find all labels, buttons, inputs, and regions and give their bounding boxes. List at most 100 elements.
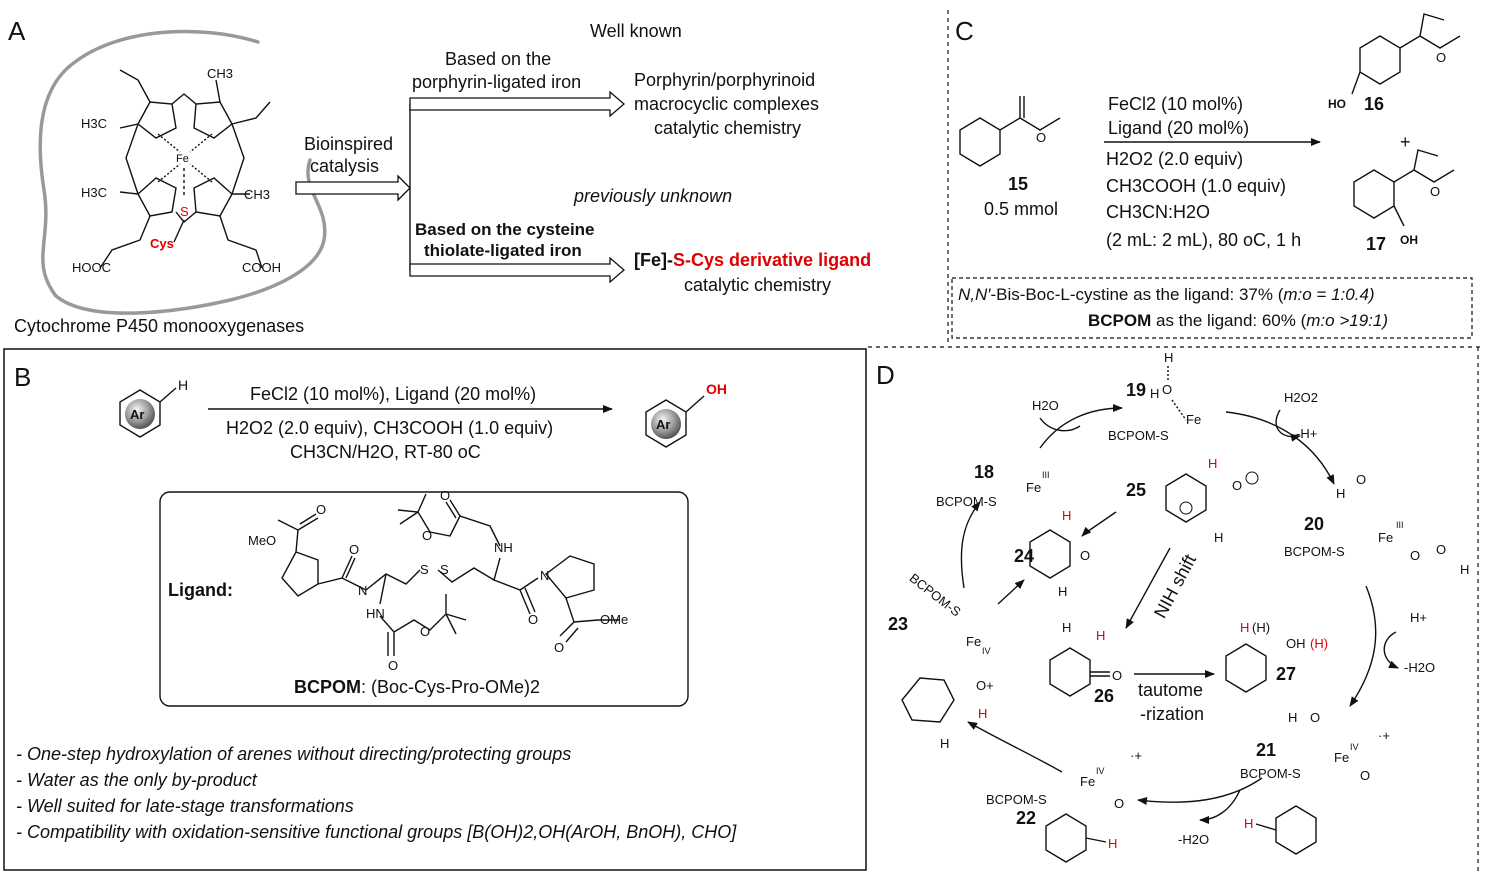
- bcpom-structure: MeO O O N S S HN O O NH O O O N O OMe: [248, 488, 628, 673]
- minus-h2o-arrow: [1199, 789, 1241, 824]
- h2o2-in-arrow: [1275, 409, 1301, 442]
- cond-b-bottom1: H2O2 (2.0 equiv), CH3COOH (1.0 equiv): [226, 418, 553, 438]
- panel-a-letter: A: [8, 16, 26, 46]
- h-26-red: H: [1096, 628, 1105, 643]
- fe-18: Fe: [1026, 480, 1041, 495]
- fe-18-ox: III: [1042, 470, 1050, 480]
- rc-22: ·+: [1130, 748, 1142, 763]
- enzyme-pocket-outline: [38, 29, 327, 315]
- arrow-20-21: [1349, 585, 1377, 707]
- fe-22-ox: IV: [1096, 766, 1105, 776]
- n-label-2: N: [540, 568, 549, 583]
- h-27-paren: (H): [1252, 620, 1270, 635]
- result-line-2: BCPOM as the ligand: 60% (m:o >19:1): [1088, 311, 1388, 330]
- arrow-18-19: [1039, 404, 1123, 449]
- num-23: 23: [888, 614, 908, 634]
- minus-charge-25: [1245, 471, 1259, 485]
- fe-22: Fe: [1080, 774, 1095, 789]
- h-19a: H: [1150, 386, 1159, 401]
- o-label-1: O: [316, 502, 326, 517]
- ligand-box: [159, 491, 689, 707]
- num-25: 25: [1126, 480, 1146, 500]
- rization-label: -rization: [1140, 704, 1204, 724]
- enzyme-caption: Cytochrome P450 monooxygenases: [14, 316, 304, 336]
- panel-c-letter: C: [955, 16, 974, 46]
- o-label-6: O: [422, 528, 432, 543]
- panel-c: C O 15 0.5 mmol FeCl2 (10 mol%) Ligand (…: [951, 13, 1473, 339]
- fe-21-ox: IV: [1350, 742, 1359, 752]
- h-benzene-bottom: H: [1108, 836, 1117, 851]
- num-20: 20: [1304, 514, 1324, 534]
- bcpom-20: BCPOM-S: [1284, 544, 1345, 559]
- bullet-4: - Compatibility with oxidation-sensitive…: [16, 822, 737, 842]
- sulfur-label: S: [180, 204, 189, 219]
- plus-charge-25: [1179, 501, 1193, 515]
- h-23b: H: [940, 736, 949, 751]
- nih-shift-label: NIH shift: [1150, 551, 1200, 621]
- h-20c: H: [1460, 562, 1469, 577]
- num-22: 22: [1016, 808, 1036, 828]
- bullet-1: - One-step hydroxylation of arenes witho…: [16, 744, 571, 764]
- h-19b: H: [1164, 350, 1173, 365]
- o-label-8: O: [554, 640, 564, 655]
- tautome-label: tautome: [1138, 680, 1203, 700]
- fe-23: Fe: [966, 634, 981, 649]
- h-label: H: [178, 377, 188, 393]
- num-26: 26: [1094, 686, 1114, 706]
- ring-24: [1029, 529, 1071, 579]
- panel-d: D 19 H O H Fe BCPOM-S H2O H2O2 -H+ 18 BC…: [876, 350, 1469, 863]
- arrow-25-26: [1125, 547, 1171, 629]
- plus-sign: +: [1400, 132, 1411, 152]
- p16-ho-label: HO: [1328, 97, 1346, 111]
- arrow-22-23: [967, 721, 1063, 773]
- branch2-line2: thiolate-ligated iron: [424, 241, 582, 260]
- h-26: H: [1062, 620, 1071, 635]
- p17-o-label: O: [1430, 184, 1440, 199]
- rc-21: ·+: [1378, 728, 1390, 743]
- o-26: O: [1112, 668, 1122, 683]
- h3c-top-label: H3C: [81, 116, 107, 131]
- p16-ring: [1359, 35, 1401, 85]
- p16-number: 16: [1364, 94, 1384, 114]
- panel-a: A H3C: [8, 16, 871, 336]
- h-o-20: H: [1336, 486, 1345, 501]
- ring-26: [1049, 647, 1091, 697]
- ome-label: OMe: [600, 612, 628, 627]
- h-24: H: [1062, 508, 1071, 523]
- ar-label: Ar: [130, 407, 144, 422]
- h2o-in-arrow: [1039, 417, 1081, 432]
- o-label-4: O: [420, 624, 430, 639]
- arrow-24-25: [1082, 511, 1117, 536]
- p17-oh-label: OH: [1400, 233, 1418, 247]
- o-plus-23: O+: [976, 678, 994, 693]
- ring-23: [901, 677, 955, 723]
- ch3-bottom-label: CH3: [244, 187, 270, 202]
- hn-label: HN: [366, 606, 385, 621]
- n-label-1: N: [358, 583, 367, 598]
- sm-ring: [959, 117, 1001, 167]
- fe-label: Fe: [176, 153, 189, 165]
- cond-c-bottom1: H2O2 (2.0 equiv): [1106, 149, 1243, 169]
- o-24: O: [1080, 548, 1090, 563]
- h-27-red: H: [1240, 620, 1249, 635]
- ar-ball-product: [651, 409, 681, 439]
- meo-label: MeO: [248, 533, 276, 548]
- h-benzene-right: H: [1244, 816, 1253, 831]
- p17-ring: [1353, 169, 1395, 219]
- well-known-label: Well known: [590, 21, 682, 41]
- ar-ball: [125, 399, 155, 429]
- previously-unknown-label: previously unknown: [573, 186, 732, 206]
- upper-open-arrow: [409, 90, 625, 118]
- o-label-7: O: [528, 612, 538, 627]
- cooh-label: COOH: [242, 260, 281, 275]
- minus-h2o-label-1: -H2O: [1404, 660, 1435, 675]
- panel-b-letter: B: [14, 362, 31, 392]
- sm-number: 15: [1008, 174, 1028, 194]
- o-label-5: O: [440, 488, 450, 503]
- ligand-label: Ligand:: [168, 580, 233, 600]
- h3c-bottom-label: H3C: [81, 185, 107, 200]
- o-21b: O: [1360, 768, 1370, 783]
- p17-number: 17: [1366, 234, 1386, 254]
- bioinspired-line-2: catalysis: [310, 156, 379, 176]
- panel-b: B Ar H FeCl2 (10 mol%), Ligand (20 mol%)…: [3, 348, 867, 871]
